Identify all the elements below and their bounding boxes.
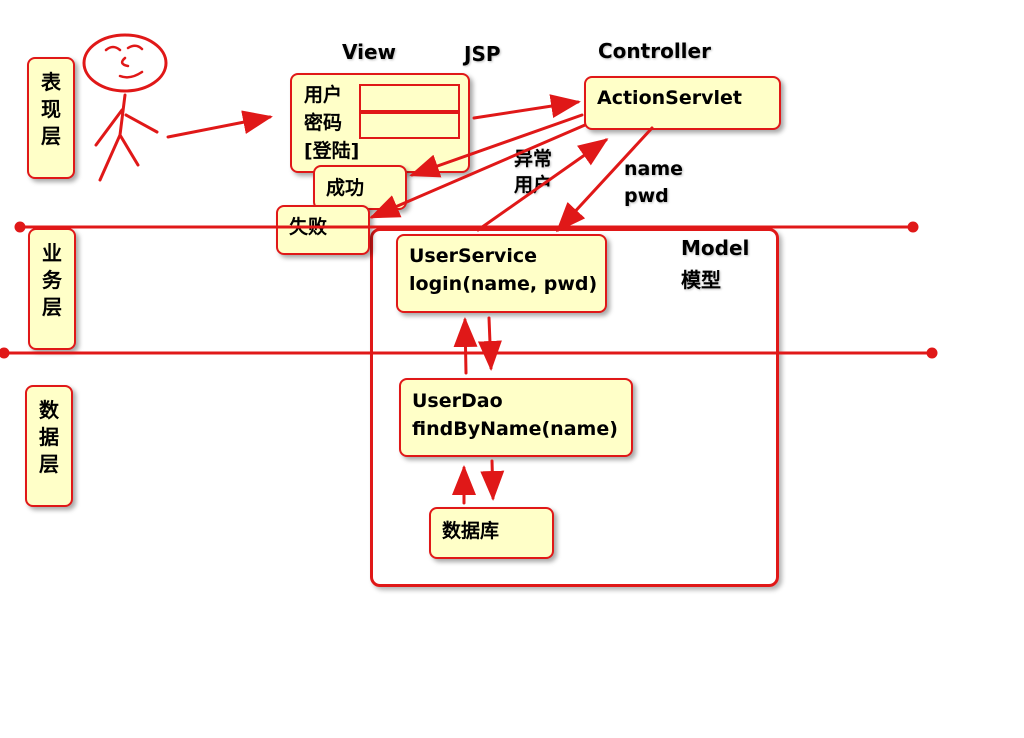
user-label: 用户 — [304, 84, 343, 106]
layer-char: 据 — [39, 425, 59, 449]
pwd-param-label: pwd — [624, 185, 669, 207]
layer-char: 层 — [42, 295, 62, 319]
arrow-servlet-to-success — [409, 113, 584, 178]
action-servlet-box: ActionServlet — [584, 76, 781, 130]
heading-controller: Controller — [598, 39, 711, 63]
layer-char: 现 — [41, 97, 61, 121]
layer-char: 层 — [39, 452, 59, 476]
failure-box: 失败 — [276, 205, 370, 255]
arrow-dao-to-service — [453, 317, 478, 375]
layer-business-label: 业 务 层 — [30, 240, 74, 321]
user-service-class: UserService — [409, 245, 537, 267]
password-label: 密码 — [304, 112, 343, 134]
user-face-icon — [104, 44, 144, 79]
layer-data-box: 数 据 层 — [25, 385, 73, 507]
user-body-icon — [94, 93, 159, 182]
layer-presentation-box: 表 现 层 — [27, 57, 75, 179]
heading-jsp: JSP — [464, 42, 501, 66]
exception-label: 异常 — [514, 148, 553, 170]
arrow-servlet-to-failure — [369, 123, 587, 219]
layer-char: 数 — [39, 398, 59, 422]
user-dao-class: UserDao — [412, 390, 503, 412]
login-button-label: [登陆] — [304, 140, 360, 162]
user-dao-method: findByName(name) — [412, 418, 618, 440]
layer-data-label: 数 据 层 — [27, 397, 71, 478]
arrow-service-to-dao — [477, 316, 502, 371]
arrow-user-to-form — [166, 110, 273, 139]
user-dao-box: UserDao findByName(name) — [399, 378, 633, 457]
layer-char: 层 — [41, 124, 61, 148]
separator-endpoint — [926, 347, 938, 359]
user-service-method: login(name, pwd) — [409, 273, 598, 295]
action-servlet-label: ActionServlet — [597, 87, 742, 109]
layer-char: 务 — [42, 268, 62, 292]
arrow-dao-to-db — [480, 459, 505, 501]
separator-endpoint — [907, 221, 919, 233]
user-annotation-label: 用户 — [514, 174, 553, 196]
password-input-field — [359, 112, 460, 139]
layer-char: 表 — [41, 70, 61, 94]
arrow-servlet-to-service — [555, 126, 654, 233]
separator-endpoint — [14, 221, 26, 233]
arrow-form-to-servlet — [472, 94, 581, 120]
database-box: 数据库 — [429, 507, 554, 559]
heading-model-cn: 模型 — [681, 268, 721, 292]
arrow-service-to-servlet — [476, 138, 609, 232]
database-label: 数据库 — [442, 520, 500, 542]
user-input-field — [359, 84, 460, 112]
name-param-label: name — [624, 158, 684, 180]
layer-presentation-label: 表 现 层 — [29, 69, 73, 150]
user-service-box: UserService login(name, pwd) — [396, 234, 607, 313]
success-label: 成功 — [326, 177, 365, 199]
user-head-icon — [82, 33, 168, 93]
heading-model: Model — [681, 236, 750, 260]
heading-view: View — [342, 40, 397, 64]
separator-endpoint — [0, 347, 10, 359]
login-form-box: 用户 密码 [登陆] — [290, 73, 470, 173]
layer-char: 业 — [42, 241, 62, 265]
layer-business-box: 业 务 层 — [28, 228, 76, 350]
